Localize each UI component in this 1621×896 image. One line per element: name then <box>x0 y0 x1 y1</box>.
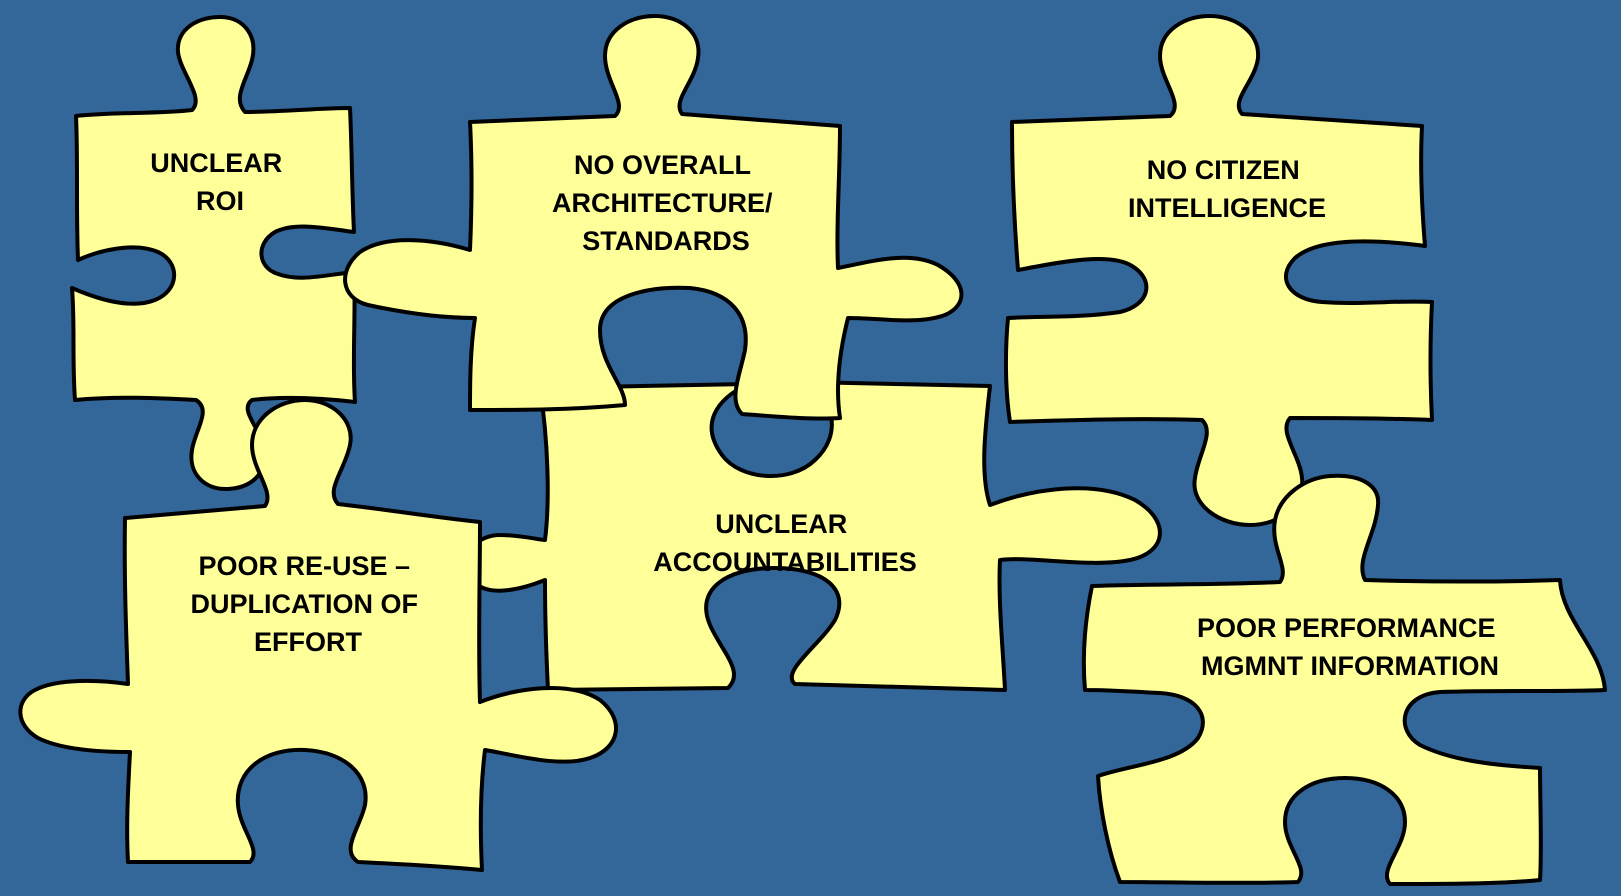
piece-label-line: ARCHITECTURE/ <box>552 188 773 218</box>
puzzle-piece-poor-re-use: POOR RE-USE – DUPLICATION OF EFFORT <box>18 398 618 872</box>
piece-label-line: DUPLICATION OF <box>191 589 418 619</box>
puzzle-piece-unclear-accountabilities: UNCLEAR ACCOUNTABILITIES <box>465 380 1162 692</box>
piece-label: UNCLEAR ROI <box>150 148 290 216</box>
piece-label-line: UNCLEAR <box>150 148 282 178</box>
piece-label-line: EFFORT <box>254 627 362 657</box>
puzzle-piece-no-citizen-intelligence: NO CITIZEN INTELLIGENCE <box>1003 14 1434 527</box>
piece-label-line: UNCLEAR <box>715 509 847 539</box>
piece-label-line: ROI <box>196 186 244 216</box>
piece-label-line: NO OVERALL <box>574 150 751 180</box>
puzzle-piece-poor-performance: POOR PERFORMANCE MGMNT INFORMATION <box>1081 473 1607 886</box>
piece-label: NO CITIZEN INTELLIGENCE <box>1128 155 1326 223</box>
piece-label: NO OVERALL ARCHITECTURE/ STANDARDS <box>552 150 780 256</box>
puzzle-piece-no-overall-architecture: NO OVERALL ARCHITECTURE/ STANDARDS <box>343 14 964 421</box>
puzzle-piece-shape <box>1081 473 1607 886</box>
puzzle-piece-shape <box>18 398 618 872</box>
puzzle-piece-shape <box>343 14 964 421</box>
piece-label-line: ACCOUNTABILITIES <box>653 547 917 577</box>
piece-label-line: NO CITIZEN <box>1147 155 1300 185</box>
puzzle-piece-shape <box>70 14 357 492</box>
piece-label: POOR RE-USE – DUPLICATION OF EFFORT <box>191 551 426 657</box>
piece-label: UNCLEAR ACCOUNTABILITIES <box>653 509 917 577</box>
piece-label-line: INTELLIGENCE <box>1128 193 1326 223</box>
puzzle-piece-unclear-roi: UNCLEAR ROI <box>70 14 357 492</box>
puzzle-piece-shape <box>1003 14 1434 527</box>
piece-label-line: POOR RE-USE – <box>198 551 410 581</box>
piece-label-line: POOR PERFORMANCE <box>1197 613 1496 643</box>
piece-label-line: STANDARDS <box>582 226 750 256</box>
piece-label: POOR PERFORMANCE MGMNT INFORMATION <box>1197 613 1503 681</box>
piece-label-line: MGMNT INFORMATION <box>1201 651 1499 681</box>
